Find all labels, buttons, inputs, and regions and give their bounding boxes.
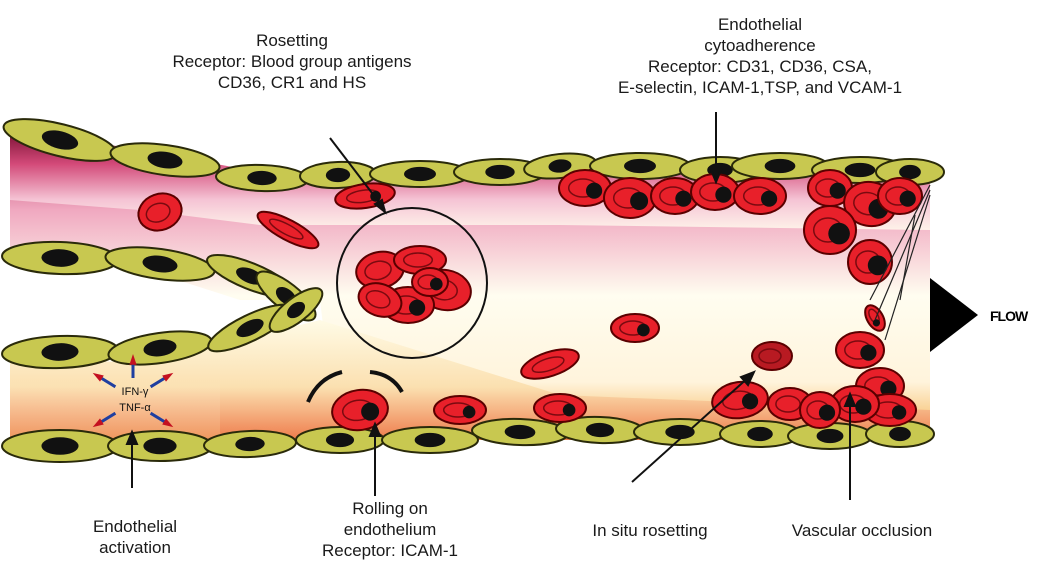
endothelial-cell — [382, 427, 478, 453]
parasite — [463, 406, 476, 419]
infected-red-blood-cell — [611, 314, 659, 342]
label-in-situ-rosetting: In situ rosetting — [560, 520, 740, 541]
label-endothelial-activation: Endothelial activation — [60, 516, 210, 558]
label-tnf-alpha: TNF-α — [110, 402, 160, 414]
endothelial-nucleus — [143, 438, 176, 455]
endothelial-nucleus — [624, 159, 656, 173]
parasite — [860, 345, 876, 361]
label-vascular-occlusion: Vascular occlusion — [762, 520, 962, 541]
endothelial-nucleus — [899, 165, 921, 179]
infected-red-blood-cell — [434, 396, 486, 424]
label-flow: FLOW — [990, 308, 1027, 324]
parasite — [855, 399, 871, 415]
infected-red-blood-cell — [604, 178, 656, 218]
infected-red-blood-cell — [800, 392, 840, 428]
parasite — [761, 191, 777, 207]
parasite — [900, 191, 916, 207]
red-blood-cell — [752, 342, 792, 370]
infected-red-blood-cell — [878, 178, 922, 214]
infected-red-blood-cell — [412, 268, 448, 296]
parasite — [715, 187, 731, 203]
endothelial-nucleus — [765, 159, 796, 173]
parasite — [892, 405, 906, 419]
flow-arrow-icon — [930, 278, 978, 352]
endothelial-nucleus — [404, 167, 436, 181]
label-cytoadherence: Endothelial cytoadherence Receptor: CD31… — [560, 14, 960, 98]
infected-red-blood-cell — [836, 332, 884, 368]
parasite — [563, 404, 576, 417]
endothelial-cell — [590, 153, 690, 179]
label-rosetting: Rosetting Receptor: Blood group antigens… — [112, 30, 472, 93]
parasite — [409, 300, 425, 316]
endothelial-nucleus — [817, 429, 844, 443]
endothelial-cell — [788, 423, 872, 449]
parasite — [819, 405, 835, 421]
parasite — [637, 324, 650, 337]
endothelial-cell — [634, 419, 726, 445]
endothelial-nucleus — [485, 165, 514, 179]
infected-red-blood-cell — [848, 240, 892, 284]
parasite — [828, 223, 850, 245]
endothelial-nucleus — [41, 437, 78, 455]
endothelial-cell — [296, 427, 384, 453]
endothelial-nucleus — [747, 427, 773, 441]
endothelial-cell — [108, 431, 212, 461]
label-ifn-gamma: IFN-γ — [110, 386, 160, 398]
label-rolling: Rolling on endothelium Receptor: ICAM-1 — [300, 498, 480, 561]
endothelial-nucleus — [665, 425, 694, 439]
parasite — [830, 183, 846, 199]
parasite — [586, 183, 602, 199]
infected-red-blood-cell — [534, 394, 586, 422]
endothelial-cell — [2, 430, 118, 462]
infected-red-blood-cell — [734, 178, 786, 214]
endothelial-nucleus — [326, 433, 354, 447]
infected-red-blood-cell — [804, 206, 856, 254]
parasite — [675, 191, 691, 207]
endothelial-nucleus — [845, 163, 876, 177]
parasite — [630, 192, 648, 210]
endothelial-nucleus — [889, 427, 911, 441]
parasite — [430, 278, 443, 291]
endothelial-nucleus — [415, 433, 446, 447]
